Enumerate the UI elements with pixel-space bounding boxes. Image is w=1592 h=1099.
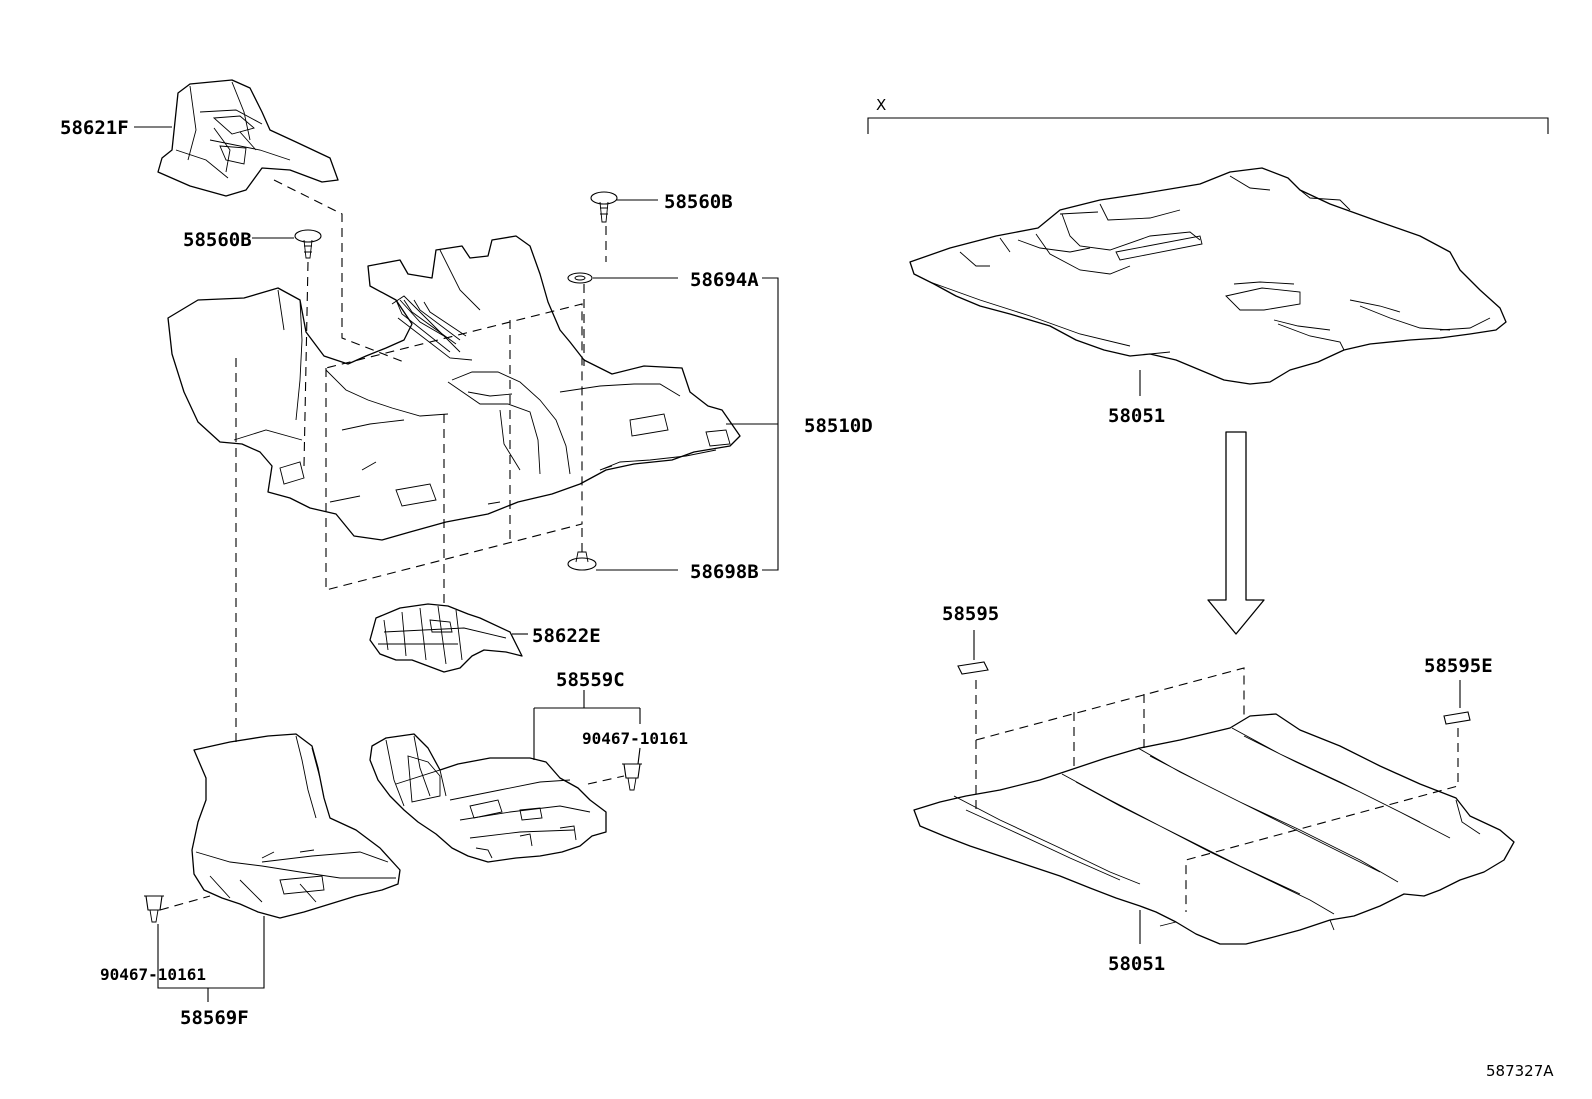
label-58560B-left: 58560B — [183, 229, 252, 251]
clip-90467-left — [144, 895, 164, 923]
assembly-lines-right — [975, 667, 1459, 912]
label-58698B: 58698B — [690, 561, 759, 583]
clip-58560B-right — [590, 191, 618, 223]
label-58510D: 58510D — [804, 415, 873, 437]
clip-58560B-left — [294, 229, 322, 259]
label-58595E: 58595E — [1424, 655, 1493, 677]
label-58622E: 58622E — [532, 625, 601, 647]
clip-90467-right — [622, 763, 642, 791]
label-58595: 58595 — [942, 603, 999, 625]
pad-58595 — [957, 661, 989, 675]
label-90467-left: 90467-10161 — [100, 965, 206, 984]
part-58510D-drawing — [167, 235, 741, 541]
label-90467-right: 90467-10161 — [582, 729, 688, 748]
part-58559C-drawing — [369, 733, 607, 863]
leader-lines-right — [973, 370, 1461, 944]
x-bracket — [867, 117, 1549, 134]
part-58622E-drawing — [369, 603, 523, 673]
pad-58595E — [1443, 711, 1471, 725]
transition-arrow — [1207, 431, 1265, 635]
leader-lines-left — [134, 126, 779, 1002]
clip-58694A — [567, 272, 593, 284]
label-58560B-right: 58560B — [664, 191, 733, 213]
label-58051-top: 58051 — [1108, 405, 1165, 427]
diagram-reference-code: 587327A — [1486, 1062, 1554, 1080]
label-58569F: 58569F — [180, 1007, 249, 1029]
label-58051-bottom: 58051 — [1108, 953, 1165, 975]
label-58621F: 58621F — [60, 117, 129, 139]
part-58051-bottom-drawing — [913, 713, 1515, 945]
label-58694A: 58694A — [690, 269, 759, 291]
x-mark: X — [876, 96, 886, 114]
part-58569F-drawing — [191, 733, 401, 919]
clip-58698B — [567, 551, 597, 571]
label-58559C: 58559C — [556, 669, 625, 691]
part-58621F-drawing — [157, 79, 339, 197]
part-58051-top-drawing — [909, 167, 1507, 385]
assembly-lines-left — [159, 179, 625, 911]
